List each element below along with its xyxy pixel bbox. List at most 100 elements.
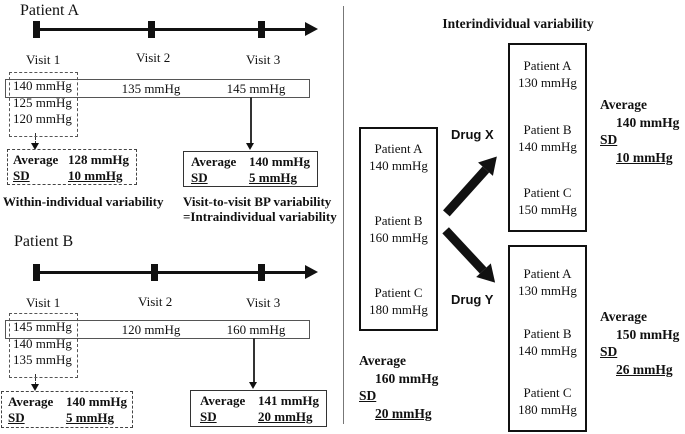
average-label: Average bbox=[13, 152, 59, 167]
average-label: Average bbox=[359, 353, 406, 368]
drug-x-stats: Average 140 mmHg SD 10 mmHg bbox=[600, 96, 679, 166]
patient-a-visit1-reading-1: 140 mmHg bbox=[13, 78, 72, 93]
patient-b-visit1-reading-2: 140 mmHg bbox=[13, 335, 72, 351]
patient-name: Patient B bbox=[523, 325, 572, 341]
patient-value: 140 mmHg bbox=[369, 158, 428, 173]
visit-to-visit-caption: Visit-to-visit BP variability =Intraindi… bbox=[183, 194, 337, 224]
drug-y-patient-c: Patient C 180 mmHg bbox=[510, 384, 585, 418]
patient-a-timeline-arrow-icon bbox=[305, 22, 318, 36]
average-value: 150 mmHg bbox=[616, 326, 680, 342]
sd-label: SD bbox=[191, 170, 208, 185]
patient-value: 160 mmHg bbox=[369, 230, 428, 245]
patient-b-within-stats-box: Average 140 mmHg SD 5 mmHg bbox=[1, 391, 133, 428]
sd-label: SD bbox=[600, 132, 618, 147]
patient-a-timeline bbox=[37, 28, 308, 31]
patient-a-visit3-arrowhead-icon bbox=[246, 143, 254, 150]
sd-label: SD bbox=[600, 344, 618, 359]
patient-b-visit1-label: Visit 1 bbox=[26, 295, 61, 310]
patient-b-timeline-arrow-icon bbox=[305, 265, 318, 279]
sd-label: SD bbox=[13, 168, 30, 183]
drug-x-patient-b: Patient B 140 mmHg bbox=[510, 121, 585, 155]
sd-value: 26 mmHg bbox=[616, 361, 673, 377]
patient-a-visit3-reading: 145 mmHg bbox=[226, 81, 286, 96]
drug-y-patient-a: Patient A 130 mmHg bbox=[510, 265, 585, 299]
patient-value: 140 mmHg bbox=[518, 138, 577, 154]
patient-b-readings-box: 120 mmHg 160 mmHg bbox=[5, 320, 310, 339]
baseline-patients-box: Patient A 140 mmHg Patient B 160 mmHg Pa… bbox=[359, 127, 438, 331]
average-value: 128 mmHg bbox=[68, 152, 130, 167]
drug-y-patient-b: Patient B 140 mmHg bbox=[510, 325, 585, 359]
patient-b-visit1-reading-3: 135 mmHg bbox=[13, 352, 72, 367]
patient-name: Patient C bbox=[523, 185, 572, 200]
sd-label: SD bbox=[200, 409, 217, 424]
patient-value: 130 mmHg bbox=[518, 283, 577, 298]
patient-name: Patient C bbox=[523, 385, 572, 400]
average-label: Average bbox=[8, 394, 54, 409]
average-label: Average bbox=[600, 97, 647, 112]
baseline-stats: Average 160 mmHg SD 20 mmHg bbox=[359, 352, 438, 422]
interindividual-title: Interindividual variability bbox=[442, 16, 594, 31]
patient-a-visit1-label: Visit 1 bbox=[26, 52, 61, 67]
baseline-patient-c: Patient C 180 mmHg bbox=[361, 284, 436, 318]
drug-y-arrow-icon bbox=[439, 223, 503, 290]
patient-a-visit1-readings-box: 140 mmHg 125 mmHg 120 mmHg bbox=[9, 72, 78, 137]
average-value: 160 mmHg bbox=[375, 370, 439, 386]
drug-x-patient-c: Patient C 150 mmHg bbox=[510, 184, 585, 218]
patient-value: 180 mmHg bbox=[369, 302, 428, 317]
patient-b-title: Patient B bbox=[14, 233, 74, 250]
patient-value: 130 mmHg bbox=[518, 75, 577, 90]
patient-value: 150 mmHg bbox=[518, 202, 577, 217]
sd-value: 10 mmHg bbox=[68, 168, 123, 183]
baseline-patient-a: Patient A 140 mmHg bbox=[361, 140, 436, 174]
sd-value: 5 mmHg bbox=[249, 170, 298, 185]
sd-value: 20 mmHg bbox=[258, 409, 313, 424]
patient-name: Patient B bbox=[374, 213, 423, 228]
drug-y-label: Drug Y bbox=[451, 292, 494, 307]
patient-b-visit2-label: Visit 2 bbox=[138, 294, 173, 309]
patient-a-visit3-arrow bbox=[250, 97, 252, 144]
average-value: 140 mmHg bbox=[249, 154, 311, 169]
patient-name: Patient C bbox=[374, 285, 423, 300]
average-label: Average bbox=[200, 393, 246, 408]
patient-a-visit1-reading-3: 120 mmHg bbox=[13, 111, 72, 126]
patient-b-visit1-reading-1: 145 mmHg bbox=[13, 319, 72, 334]
patient-b-timeline bbox=[37, 271, 308, 274]
patient-b-visit3-arrowhead-icon bbox=[249, 382, 257, 389]
patient-b-tick-visit3 bbox=[258, 264, 265, 281]
patient-b-tick-visit1 bbox=[33, 264, 40, 281]
drug-x-label: Drug X bbox=[451, 127, 494, 142]
patient-a-dashed-arrowhead-icon bbox=[31, 143, 39, 150]
patient-name: Patient A bbox=[523, 58, 572, 73]
patient-b-visit-stats-box: Average 141 mmHg SD 20 mmHg bbox=[190, 390, 327, 427]
sd-value: 5 mmHg bbox=[66, 410, 115, 425]
patient-value: 180 mmHg bbox=[518, 402, 577, 417]
baseline-patient-b: Patient B 160 mmHg bbox=[361, 212, 436, 246]
patient-b-visit2-reading: 120 mmHg bbox=[121, 322, 181, 337]
average-value: 140 mmHg bbox=[66, 394, 128, 409]
drug-y-patients-box: Patient A 130 mmHg Patient B 140 mmHg Pa… bbox=[508, 245, 587, 432]
drug-x-patients-box: Patient A 130 mmHg Patient B 140 mmHg Pa… bbox=[508, 43, 587, 232]
patient-a-visit2-reading: 135 mmHg bbox=[121, 81, 181, 96]
patient-value: 140 mmHg bbox=[518, 342, 577, 358]
sd-value: 10 mmHg bbox=[616, 149, 673, 165]
patient-b-dashed-arrow bbox=[35, 374, 36, 385]
patient-a-tick-visit1 bbox=[33, 21, 40, 38]
patient-a-within-stats-box: Average 128 mmHg SD 10 mmHg bbox=[7, 149, 137, 185]
patient-a-title: Patient A bbox=[20, 2, 80, 19]
patient-b-visit3-arrow bbox=[253, 338, 255, 383]
patient-a-visit3-label: Visit 3 bbox=[246, 52, 281, 67]
patient-name: Patient A bbox=[523, 266, 572, 281]
patient-b-visit3-label: Visit 3 bbox=[246, 295, 281, 310]
within-individual-caption: Within-individual variability bbox=[3, 194, 164, 209]
average-value: 141 mmHg bbox=[258, 393, 320, 408]
patient-b-dashed-arrowhead-icon bbox=[31, 384, 39, 391]
drug-y-stats: Average 150 mmHg SD 26 mmHg bbox=[600, 308, 679, 378]
patient-a-dashed-arrow bbox=[35, 133, 36, 144]
sd-value: 20 mmHg bbox=[375, 405, 432, 421]
patient-a-readings-box: 135 mmHg 145 mmHg bbox=[5, 79, 310, 98]
sd-label: SD bbox=[8, 410, 25, 425]
patient-a-tick-visit3 bbox=[258, 21, 265, 38]
patient-a-visit2-label: Visit 2 bbox=[136, 50, 171, 65]
patient-name: Patient B bbox=[523, 121, 572, 137]
